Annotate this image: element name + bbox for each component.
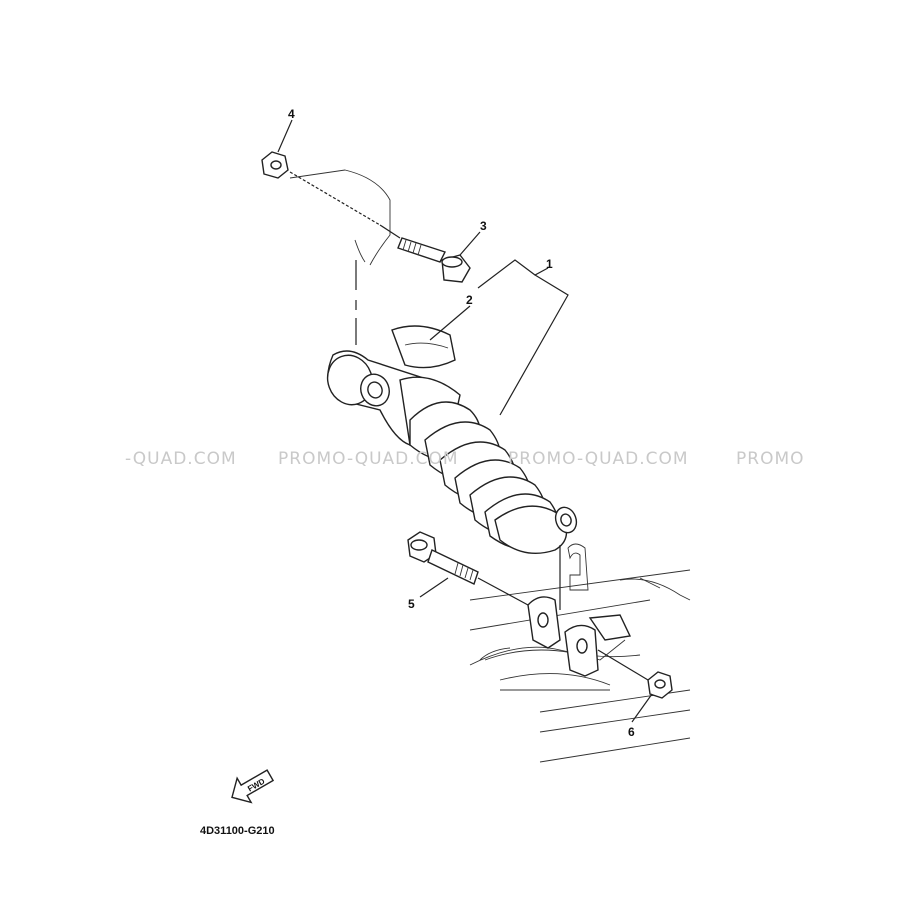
callout-1: 1 (546, 257, 553, 271)
mount-tabs (527, 543, 632, 677)
watermark-4: PROMO (736, 449, 805, 469)
upper-bracket (289, 169, 391, 266)
bolt-part-3 (397, 237, 471, 283)
bolt-part-5 (407, 531, 479, 585)
drawing-code: 4D31100-G210 (200, 825, 275, 837)
callout-leaders (277, 119, 653, 723)
watermark-1: -QUAD.COM (125, 449, 237, 469)
callout-6: 6 (628, 725, 635, 739)
callout-3: 3 (480, 219, 487, 233)
bushing-part-2 (391, 325, 456, 369)
watermark-3: PROMO-QUAD.COM (508, 449, 689, 469)
forward-arrow-icon: FWD (231, 769, 275, 804)
nut-part-6 (647, 671, 673, 699)
callout-4: 4 (288, 107, 295, 121)
nut-part-4 (261, 151, 289, 179)
callout-2: 2 (466, 293, 473, 307)
callout-5: 5 (408, 597, 415, 611)
assembly-lines (289, 171, 649, 681)
watermark-2: PROMO-QUAD.COM (278, 449, 459, 469)
frame-bracket (469, 569, 691, 763)
shock-absorber (326, 350, 578, 554)
